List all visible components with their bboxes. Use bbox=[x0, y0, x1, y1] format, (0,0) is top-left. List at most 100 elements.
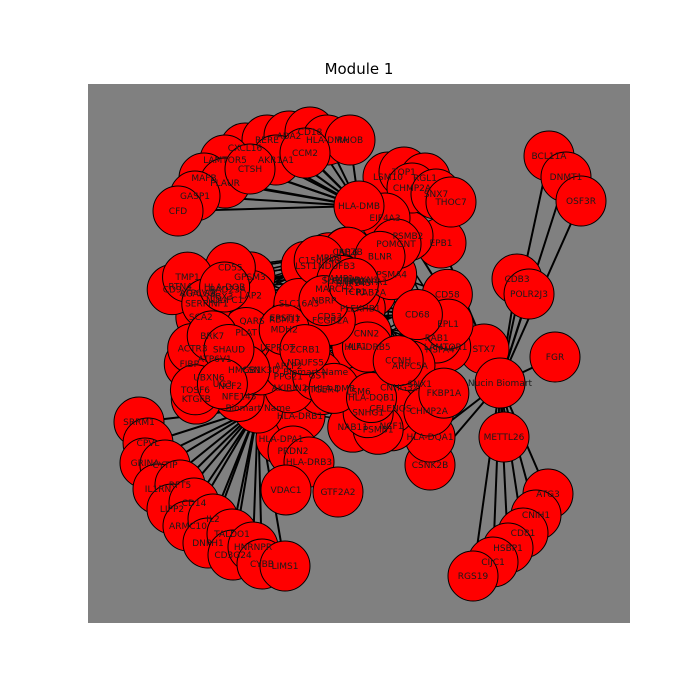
node-label: GASP1 bbox=[180, 192, 210, 202]
node-label: CD81 bbox=[511, 529, 536, 539]
node bbox=[259, 540, 311, 592]
node-label: PTGER4 bbox=[304, 386, 340, 396]
node-label: ARPC5A bbox=[392, 362, 429, 372]
node-label: CD14 bbox=[182, 499, 207, 509]
node-label: NDUFS5 bbox=[287, 359, 324, 369]
node-label: CYBB bbox=[250, 560, 274, 570]
node-label: CDB3 bbox=[504, 275, 529, 285]
node bbox=[327, 257, 379, 309]
node-label: LSM6 bbox=[347, 388, 371, 398]
node-label: RHOB bbox=[337, 136, 363, 146]
node-label: MDH2 bbox=[271, 326, 298, 336]
node-label: CPVL bbox=[137, 439, 160, 449]
node-label: LST1 bbox=[295, 262, 317, 272]
node-label: SERPINF1 bbox=[185, 300, 228, 310]
node-label: EPB1 bbox=[429, 239, 452, 249]
node-label: NCF2 bbox=[218, 382, 242, 392]
node bbox=[503, 268, 555, 320]
node-label: HLA-DQB1 bbox=[348, 394, 395, 404]
node-label: RAB2A bbox=[356, 289, 387, 299]
node bbox=[447, 550, 499, 602]
node-label: ATP6V1 bbox=[198, 355, 232, 365]
node-label: CD9 bbox=[163, 286, 182, 296]
node-label: RBM17 bbox=[269, 315, 301, 325]
node-label: SNHG1 bbox=[352, 409, 384, 419]
node-label: CNIH1 bbox=[522, 511, 550, 521]
node-label: CNHG32 bbox=[380, 383, 418, 393]
node-label: DNPH1 bbox=[192, 539, 224, 549]
node-label: PET100 bbox=[331, 277, 365, 287]
node-label: ATG3 bbox=[536, 490, 560, 500]
node-label: CIJC1 bbox=[481, 558, 505, 568]
node-label: CSNK2B bbox=[412, 461, 449, 471]
node-label: MARCH2 bbox=[315, 285, 354, 295]
node-label: LAMTOR5 bbox=[203, 156, 247, 166]
node bbox=[279, 127, 331, 179]
node-label: PSMB1 bbox=[363, 425, 394, 435]
node-label: METTL26 bbox=[484, 433, 525, 443]
node-label: PBX3 bbox=[210, 292, 234, 302]
node-label: LIPP2 bbox=[160, 505, 184, 515]
node-label: AKIRIN2 bbox=[272, 384, 308, 394]
node-label: STX7 bbox=[472, 345, 495, 355]
node-label: AIF1 bbox=[347, 342, 367, 352]
node-label: EPL1 bbox=[437, 320, 459, 330]
node-label: QARS bbox=[239, 317, 264, 327]
node-label: TOSF6 bbox=[180, 386, 210, 396]
node-label: NAB11 bbox=[337, 423, 368, 433]
node bbox=[346, 372, 398, 424]
node-label: RAB1 bbox=[425, 334, 449, 344]
node-label: RFT5 bbox=[169, 481, 192, 491]
node-label: LAMTOR1 bbox=[424, 343, 468, 353]
node-label: MPD9 bbox=[316, 254, 342, 264]
node-label: HNRNPR bbox=[234, 543, 272, 553]
chart-title: Module 1 bbox=[324, 60, 394, 78]
node-label: UBXN1 bbox=[348, 276, 379, 286]
node-label: SNX1 bbox=[408, 380, 432, 390]
node-label: PLAT bbox=[235, 329, 257, 339]
node-label: FCGR2A bbox=[312, 316, 349, 326]
node-label: PLEKHB1 bbox=[340, 304, 381, 314]
node-label: TCP1 bbox=[343, 288, 366, 298]
node-label: CD18 bbox=[298, 128, 323, 138]
node-label: THOC7 bbox=[434, 198, 466, 208]
node-label: KTGFB bbox=[182, 395, 211, 405]
node-label: HLA-DRB5 bbox=[344, 343, 390, 353]
node-label: LAMP1 bbox=[324, 274, 354, 284]
node-label: IL2 bbox=[206, 515, 219, 525]
node-label: LSM10 bbox=[373, 173, 403, 183]
node-label: TALDO1 bbox=[213, 530, 250, 540]
node-label: IL1RN bbox=[145, 485, 171, 495]
node bbox=[474, 357, 526, 409]
node-label: ZCRB1 bbox=[290, 346, 321, 356]
node-label: PSMA4 bbox=[376, 271, 407, 281]
node-label: SCA2 bbox=[189, 313, 213, 323]
node-label: CD68 bbox=[405, 311, 430, 321]
node-label: Biomart Name bbox=[283, 368, 349, 378]
node-label: NCF1 bbox=[380, 422, 404, 432]
node-label: ACTR3 bbox=[178, 344, 208, 354]
node-label: HLA-DPA1 bbox=[259, 435, 304, 445]
node-label: SHAUD bbox=[213, 345, 245, 355]
node-label: FGR bbox=[546, 353, 564, 363]
node-label: RNF145 bbox=[336, 279, 371, 289]
node-label: POLR2J3 bbox=[510, 290, 548, 300]
node bbox=[260, 464, 312, 516]
node-label: HNRNPA1 bbox=[345, 278, 388, 288]
node bbox=[529, 331, 581, 383]
node-label: CAPZB bbox=[333, 248, 363, 258]
node-label: CNN2 bbox=[354, 330, 379, 340]
node bbox=[391, 289, 443, 341]
node-label: ARMC10 bbox=[169, 522, 207, 532]
node-label: Biomart Name bbox=[225, 404, 291, 414]
node bbox=[372, 335, 424, 387]
node-label: PSMB2 bbox=[393, 232, 424, 242]
node-label: HSPA4 bbox=[426, 346, 455, 356]
node-label: CTSH bbox=[238, 165, 262, 175]
node-label: CCNH bbox=[385, 357, 411, 367]
node-label: SRRM1 bbox=[123, 418, 155, 428]
node-label: CD3G24 bbox=[214, 551, 252, 561]
node-label: NFE145 bbox=[222, 392, 257, 402]
node-label: ADA2 bbox=[277, 132, 302, 142]
